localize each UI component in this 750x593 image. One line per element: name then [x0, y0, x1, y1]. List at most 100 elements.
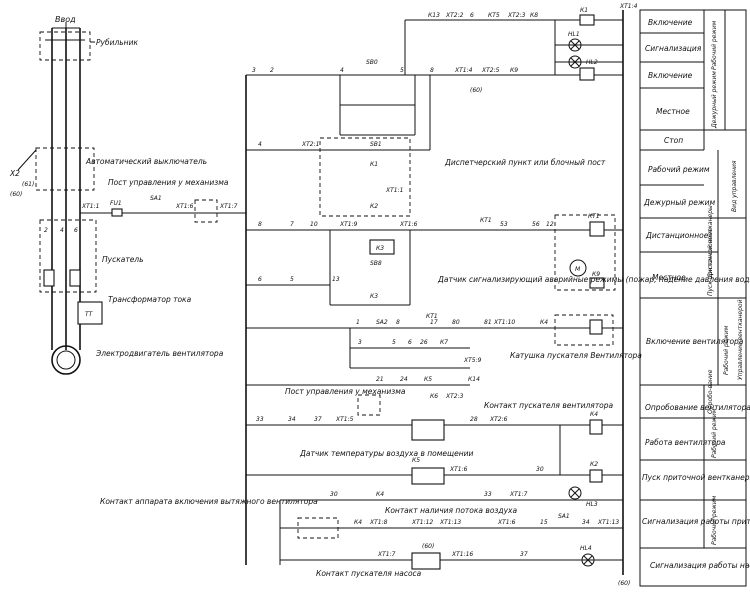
legend-row-10: Включение вентилятора	[646, 337, 744, 346]
legend-row-5: Стоп	[664, 136, 683, 145]
legend-row-1: Включение	[648, 18, 693, 27]
svg-text:12: 12	[546, 221, 554, 228]
svg-text:2: 2	[44, 227, 48, 234]
lamp-hl3-icon	[568, 486, 582, 500]
svg-text:53: 53	[500, 221, 508, 228]
vlabel-1: Рабочий режим	[711, 20, 718, 70]
svg-text:НL1: НL1	[568, 31, 580, 38]
legend-row-13: Пуск приточной вентканеры в дежурном реж…	[642, 473, 750, 482]
svg-text:К4: К4	[354, 519, 362, 526]
bottom-right-label: (60)	[618, 580, 630, 587]
legend-row-4: Местное	[656, 107, 690, 116]
starter-contact-label: Контакт пускателя вентилятора	[484, 401, 614, 410]
svg-text:ХТ1:1: ХТ1:1	[385, 187, 403, 194]
svg-text:ХТ2:3: ХТ2:3	[445, 393, 464, 400]
starter-box	[39, 219, 97, 293]
svg-text:7: 7	[290, 221, 294, 228]
main-circuit: ХТ1:4 (60) К13 ХТ2:2 6 КТ5 ХТ2:3 К8 К1 Н…	[100, 3, 750, 587]
transformer-label: Трансформатор тока	[108, 295, 192, 304]
svg-text:КТ1: КТ1	[480, 217, 492, 224]
svg-text:К9: К9	[592, 271, 600, 278]
svg-text:3: 3	[252, 67, 256, 74]
local-post-label: Пост управления у механизма	[108, 178, 229, 187]
fuse-label: FU1	[110, 200, 122, 207]
motor-label: Электродвигатель вентилятора	[95, 349, 224, 358]
x2-label: Х2	[9, 169, 20, 178]
relay-k3	[369, 239, 395, 255]
svg-text:30: 30	[330, 491, 338, 498]
svg-text:28: 28	[470, 416, 478, 423]
local-post2-label: Пост управления у механизма	[285, 387, 406, 396]
svg-text:6: 6	[408, 339, 412, 346]
svg-text:6: 6	[470, 12, 474, 19]
flow-contact-label: Контакт наличия потока воздуха	[385, 506, 517, 515]
svg-text:ТТ: ТТ	[85, 311, 94, 318]
motor-icon	[51, 345, 81, 375]
legend-row-8: Дистанционное	[645, 231, 709, 240]
legend-row-9: Местное	[652, 273, 686, 282]
svg-text:ХТ2:6: ХТ2:6	[489, 416, 508, 423]
svg-text:30: 30	[536, 466, 544, 473]
svg-text:К1: К1	[580, 7, 588, 14]
svg-text:КТ1: КТ1	[426, 313, 438, 320]
starter-label: Пускатель	[102, 255, 144, 264]
svg-text:6: 6	[74, 227, 78, 234]
svg-text:К14: К14	[468, 376, 480, 383]
ct-box	[77, 301, 103, 325]
svg-text:ХТ1:6: ХТ1:6	[399, 221, 418, 228]
svg-text:ХТ1:7: ХТ1:7	[377, 551, 396, 558]
lamp-hl4-icon	[581, 553, 595, 567]
sensor-label: Датчик сигнализирующий аварийные режимы …	[437, 275, 750, 284]
svg-text:(60): (60)	[422, 543, 434, 550]
svg-text:(60): (60)	[470, 87, 482, 94]
fan-contact-box	[411, 419, 445, 441]
legend-row-3: Включение	[648, 71, 693, 80]
svg-text:4: 4	[340, 67, 344, 74]
svg-text:ХТ2:1: ХТ2:1	[301, 141, 319, 148]
svg-text:ХТ1:7: ХТ1:7	[509, 491, 528, 498]
dispatch-box	[319, 137, 411, 217]
svg-text:ХТ1:5: ХТ1:5	[335, 416, 354, 423]
svg-text:К9: К9	[510, 67, 518, 74]
svg-text:К2: К2	[590, 461, 598, 468]
legend-row-2: Сигнализация	[645, 44, 702, 53]
svg-text:8: 8	[396, 319, 400, 326]
pump-contact-label: Контакт пускателя насоса	[316, 569, 422, 578]
vlabel-2: Дежурный режим	[711, 71, 718, 129]
temp-sensor-label: Датчик температуры воздуха в помещении	[299, 449, 473, 458]
svg-text:ХТ1:16: ХТ1:16	[451, 551, 473, 558]
svg-text:2: 2	[270, 67, 274, 74]
svg-text:6: 6	[258, 276, 262, 283]
svg-text:ХТ2:2: ХТ2:2	[445, 12, 464, 19]
vlabel-3: Вид управления	[731, 160, 738, 212]
svg-text:SB1: SB1	[370, 141, 382, 148]
breaker-label: Автоматический выключатель	[85, 157, 207, 166]
svg-text:К7: К7	[440, 339, 448, 346]
vlabel-5: Пуск приточной вентканеры	[707, 205, 714, 296]
svg-text:34: 34	[288, 416, 296, 423]
legend-row-7: Дежурный режим	[643, 198, 716, 207]
svg-text:17: 17	[430, 319, 438, 326]
svg-text:SA1: SA1	[558, 513, 570, 520]
svg-text:К4: К4	[540, 319, 548, 326]
svg-text:1: 1	[356, 319, 360, 326]
svg-text:ХТ1:13: ХТ1:13	[439, 519, 461, 526]
svg-text:33: 33	[256, 416, 264, 423]
svg-text:ХТ1:13: ХТ1:13	[597, 519, 619, 526]
svg-text:10: 10	[310, 221, 318, 228]
svg-text:5: 5	[392, 339, 396, 346]
svg-text:ХТ2:5: ХТ2:5	[481, 67, 500, 74]
svg-text:К13: К13	[428, 12, 440, 19]
svg-text:SB8: SB8	[370, 260, 382, 267]
svg-text:34: 34	[582, 519, 590, 526]
starter-coil-label: Катушка пускателя Вентилятора	[510, 351, 642, 360]
pump-contact-box	[411, 552, 441, 570]
svg-text:5: 5	[290, 276, 294, 283]
svg-text:80: 80	[452, 319, 460, 326]
svg-text:К3: К3	[376, 245, 384, 252]
svg-text:ХТ1:8: ХТ1:8	[369, 519, 388, 526]
svg-text:8: 8	[430, 67, 434, 74]
legend-row-11: Опробование вентилятора	[645, 403, 750, 412]
svg-text:К5: К5	[412, 457, 420, 464]
